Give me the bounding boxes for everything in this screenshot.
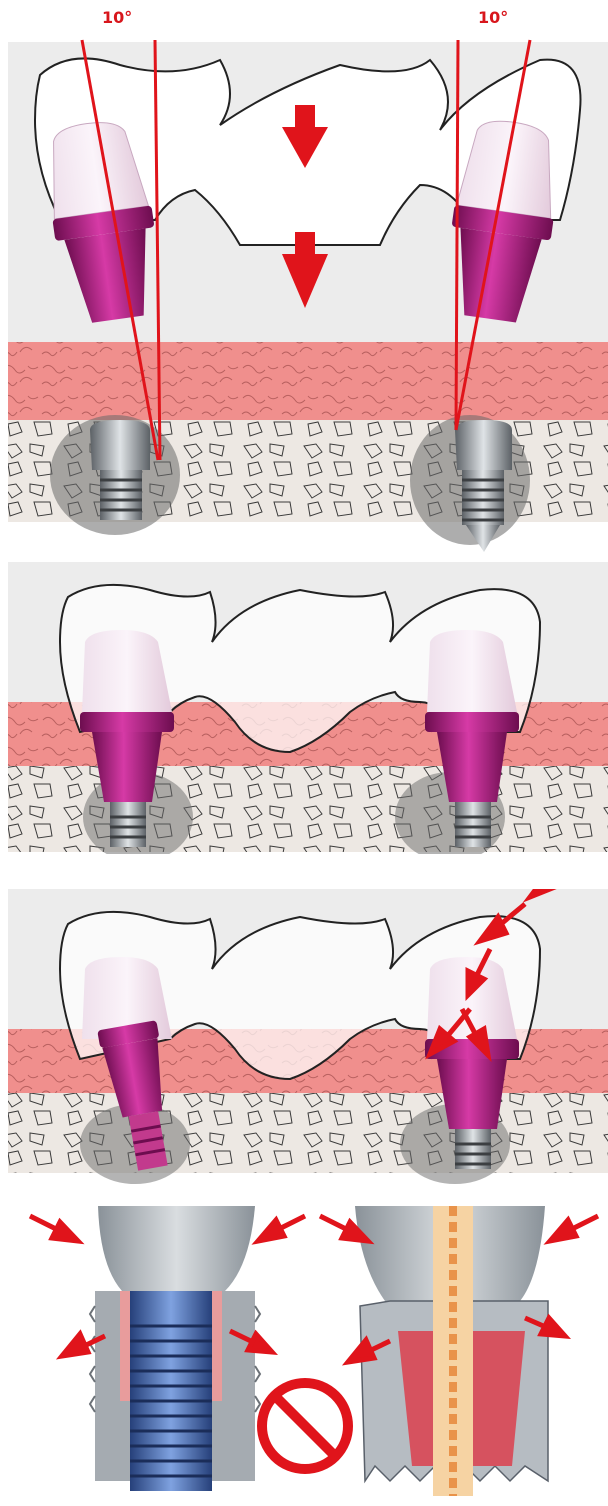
seated-bridge-diagram — [0, 562, 608, 854]
panel-detail-cross-sections — [0, 1206, 608, 1506]
angulated-insertion-diagram — [0, 0, 608, 560]
forced-misfit-diagram — [0, 889, 608, 1189]
gum-layer — [8, 342, 608, 420]
panel-forced-misfit — [0, 889, 608, 1189]
prohibited-icon — [262, 1383, 348, 1469]
panel-angulated-insertion: 10° 10° — [0, 0, 608, 560]
angle-label-left: 10° — [102, 8, 132, 27]
angle-label-right: 10° — [478, 8, 508, 27]
detail-cross-sections-diagram — [0, 1206, 608, 1506]
panel-seated-bridge — [0, 562, 608, 854]
abutment-cross-section-right — [355, 1206, 548, 1496]
implant-cross-section-left — [90, 1206, 260, 1491]
